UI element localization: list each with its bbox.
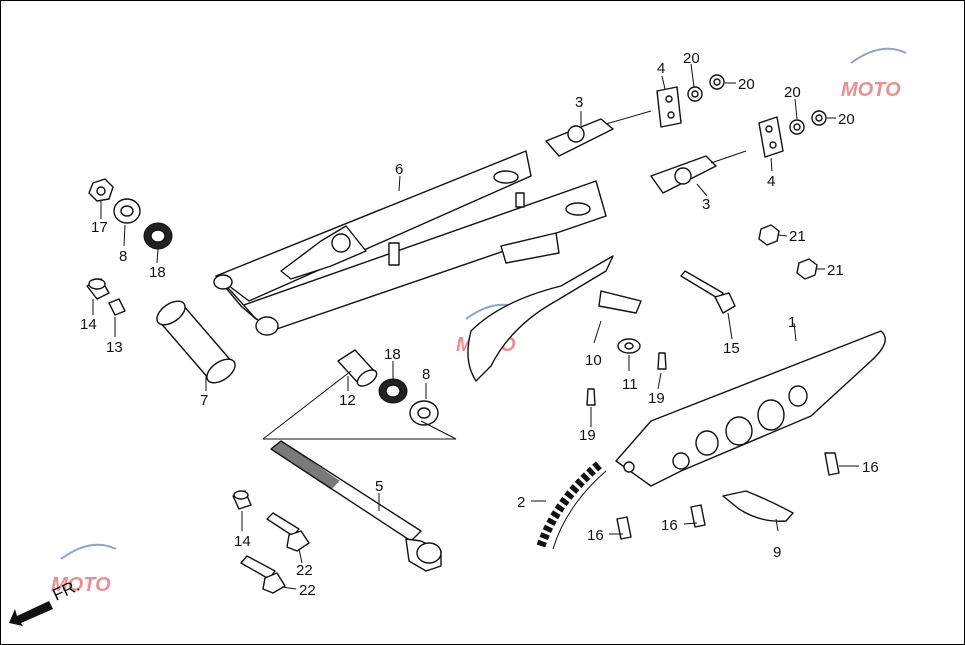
axis-guide-line	[263, 420, 457, 440]
nut-20-part	[687, 86, 703, 102]
pivot-pipe-part	[156, 300, 236, 384]
callout-17: 17	[91, 219, 108, 236]
small-collar-part	[108, 298, 126, 316]
dust-seal-lower-part	[409, 400, 439, 426]
callout-18b: 18	[384, 346, 401, 363]
moto-watermark-icon: MOTO	[841, 47, 907, 101]
callout-20c: 20	[784, 84, 801, 101]
dust-seal-upper-part	[113, 198, 141, 224]
bolt-16-part	[690, 504, 706, 528]
callout-22b: 22	[299, 582, 316, 599]
callout-22a: 22	[296, 562, 313, 579]
chain-adjuster-lower-part	[650, 150, 747, 194]
callout-5: 5	[375, 478, 383, 495]
cap-part	[86, 278, 110, 300]
chain-slider-part	[467, 255, 642, 382]
bolt-15-part	[680, 270, 736, 314]
callout-1: 1	[788, 314, 796, 331]
callout-20d: 20	[838, 111, 855, 128]
callout-8b: 8	[422, 366, 430, 383]
callout-7: 7	[200, 392, 208, 409]
needle-bearing-lower-part	[378, 378, 408, 404]
callout-labels: 1 2 3 3 4 4 5 6 7 8 8 9 10 11 12 13 14 1…	[80, 50, 879, 599]
callout-21b: 21	[827, 262, 844, 279]
adjuster-plate-upper-part	[656, 86, 682, 128]
nut-20-part	[709, 74, 725, 90]
bolt-16-part	[824, 452, 840, 476]
callout-18a: 18	[149, 264, 166, 281]
callout-4b: 4	[767, 173, 775, 190]
callout-6: 6	[395, 161, 403, 178]
callout-19b: 19	[579, 427, 596, 444]
callout-4a: 4	[657, 60, 665, 77]
moto-watermark-icon: MOTO	[51, 543, 117, 596]
callout-12: 12	[339, 392, 356, 409]
adjuster-bolt-lower-part	[240, 555, 286, 594]
screw-19-part	[586, 388, 596, 406]
callout-3a: 3	[575, 94, 583, 111]
callout-16b: 16	[587, 527, 604, 544]
nut-upper-left-part	[88, 178, 114, 202]
callout-3b: 3	[702, 196, 710, 213]
callout-21a: 21	[789, 228, 806, 245]
callout-14a: 14	[80, 316, 97, 333]
adjuster-plate-lower-part	[758, 116, 784, 158]
callout-8a: 8	[119, 248, 127, 265]
svg-text:MOTO: MOTO	[841, 79, 901, 101]
front-direction-arrow-icon: FR.	[9, 576, 83, 626]
adjuster-bolt-upper-part	[266, 512, 310, 552]
callout-11: 11	[622, 376, 638, 393]
callout-16a: 16	[862, 459, 879, 476]
callout-20a: 20	[683, 50, 700, 67]
nut-20-part	[811, 110, 827, 126]
chain-guide-plate-part	[722, 490, 794, 522]
axis-guide-line	[262, 370, 352, 440]
nut-20-part	[789, 119, 805, 135]
callout-20b: 20	[738, 76, 755, 93]
callout-14b: 14	[234, 533, 251, 550]
callout-15: 15	[723, 340, 740, 357]
callout-13: 13	[106, 339, 123, 356]
nut-21-part	[758, 224, 780, 246]
washer-part	[617, 338, 641, 354]
drive-chain-part	[536, 459, 607, 550]
callout-2: 2	[517, 494, 525, 511]
needle-bearing-upper-part	[143, 222, 173, 250]
swing-arm-part	[213, 150, 607, 336]
callout-10: 10	[585, 352, 602, 369]
leader-lines	[92, 63, 859, 590]
callout-9: 9	[773, 544, 781, 561]
chain-guard-part	[615, 330, 886, 487]
cap-lower-part	[232, 490, 252, 510]
bolt-16-part	[616, 516, 632, 540]
nut-21-part	[796, 258, 818, 280]
collar-part	[337, 349, 378, 387]
callout-16c: 16	[661, 517, 678, 534]
svg-text:MOTO: MOTO	[51, 574, 111, 596]
screw-19-part	[657, 352, 667, 370]
callout-19a: 19	[648, 390, 665, 407]
pivot-bolt-part	[270, 440, 442, 572]
chain-adjuster-upper-part	[545, 110, 652, 157]
